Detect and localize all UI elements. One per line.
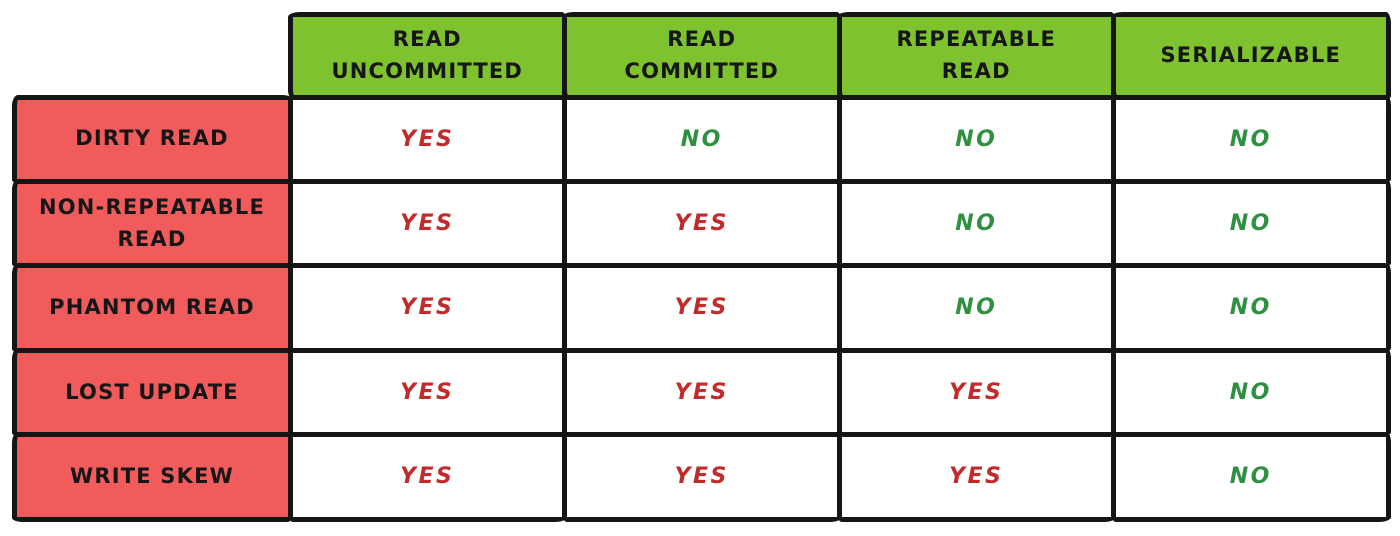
column-header-repeatable-read: REPEATABLE READ [836,11,1116,100]
answer-text: YES [400,126,455,152]
answer-cell: NO [1111,263,1391,353]
row-header-label: LOST UPDATE [65,379,239,404]
answer-cell: NO [836,178,1116,269]
answer-text: NO [1229,126,1272,152]
answer-text: YES [674,211,729,237]
answer-cell: NO [836,263,1116,353]
row-header-label: WRITE SKEW [69,464,235,489]
answer-text: YES [400,464,455,490]
answer-text: NO [955,295,998,321]
answer-text: YES [674,464,729,490]
answer-text: YES [400,211,455,237]
answer-text: NO [1229,464,1272,490]
row-header-phantom-read: PHANTOM READ [11,263,293,353]
row-header-label: DIRTY READ [75,126,229,151]
answer-text: NO [1229,379,1272,405]
row-header-non-repeatable-read: NON-REPEATABLE READ [11,178,293,269]
answer-text: YES [400,295,455,321]
answer-text: YES [674,295,729,321]
answer-cell: YES [287,432,567,522]
answer-text: NO [955,126,998,152]
answer-cell: YES [836,432,1116,522]
answer-text: YES [400,379,455,405]
answer-cell: NO [562,94,842,184]
column-header-serializable: SERIALIZABLE [1111,11,1391,100]
answer-cell: YES [287,347,567,438]
column-header-label: SERIALIZABLE [1160,42,1341,67]
answer-text: NO [1229,295,1272,321]
row-header-label: NON-REPEATABLE READ [38,195,266,251]
answer-cell: YES [562,263,842,353]
answer-text: YES [949,379,1004,405]
row-header-lost-update: LOST UPDATE [11,347,293,438]
answer-cell: YES [287,263,567,353]
isolation-table: READ UNCOMMITTED READ COMMITTED REPEATAB… [11,11,1391,522]
answer-cell: NO [1111,94,1391,184]
answer-cell: YES [562,432,842,522]
column-header-read-uncommitted: READ UNCOMMITTED [287,11,567,100]
answer-cell: YES [836,347,1116,438]
column-header-read-committed: READ COMMITTED [562,11,842,100]
row-header-write-skew: WRITE SKEW [11,432,293,522]
answer-text: NO [680,126,723,152]
answer-cell: YES [287,178,567,269]
answer-cell: YES [562,178,842,269]
column-header-label: READ UNCOMMITTED [331,27,524,83]
column-header-label: READ COMMITTED [624,27,780,83]
answer-text: NO [955,211,998,237]
corner-cell [14,14,290,97]
column-header-label: REPEATABLE READ [896,27,1057,83]
answer-text: YES [674,379,729,405]
row-header-label: PHANTOM READ [49,295,255,320]
answer-cell: YES [287,94,567,184]
answer-cell: NO [1111,347,1391,438]
answer-cell: NO [836,94,1116,184]
answer-cell: NO [1111,178,1391,269]
answer-text: YES [949,464,1004,490]
row-header-dirty-read: DIRTY READ [11,94,293,184]
answer-cell: YES [562,347,842,438]
answer-text: NO [1229,211,1272,237]
answer-cell: NO [1111,432,1391,522]
